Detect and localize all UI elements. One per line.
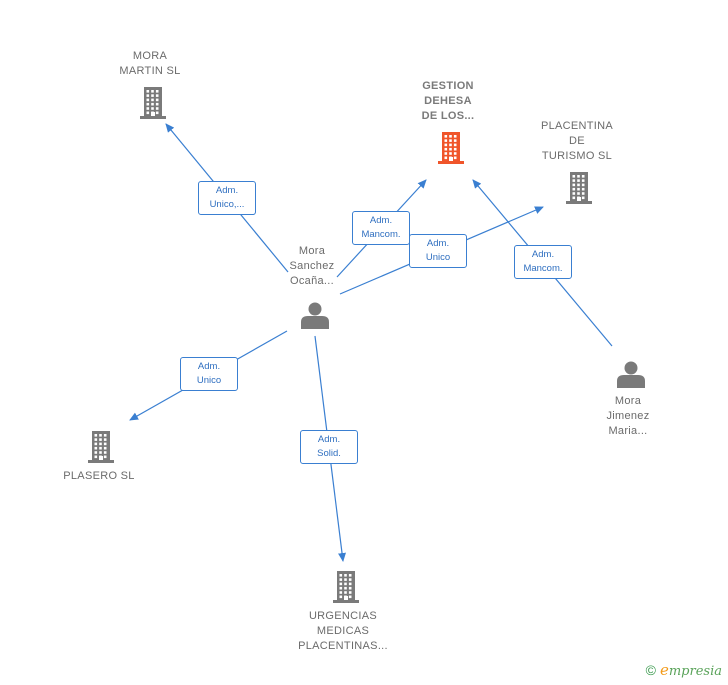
- urgencias-building-icon[interactable]: [333, 571, 359, 603]
- node-label-mora-martin[interactable]: MORA MARTIN SL: [119, 50, 181, 77]
- edge-label-mora-sanchez-to-mora-martin[interactable]: Adm. Unico,...: [198, 181, 256, 215]
- edge-label-mora-sanchez-to-plasero[interactable]: Adm. Unico: [180, 357, 238, 391]
- placentina-building-icon[interactable]: [566, 172, 592, 204]
- mora-sanchez-person-icon[interactable]: [301, 302, 329, 330]
- mora-martin-building-icon[interactable]: [140, 87, 166, 119]
- edge-label-mora-sanchez-to-gestion-dehesa[interactable]: Adm. Mancom.: [352, 211, 410, 245]
- footer-brand: ©empresia: [646, 661, 722, 679]
- edge-label-mora-sanchez-to-urgencias[interactable]: Adm. Solid.: [300, 430, 358, 464]
- brand-logo-text: mpresia: [668, 664, 722, 679]
- copyright-symbol: ©: [645, 662, 656, 678]
- gestion-dehesa-building-icon[interactable]: [438, 132, 464, 164]
- node-label-placentina[interactable]: PLACENTINA DE TURISMO SL: [540, 119, 614, 162]
- edge-label-mora-sanchez-to-placentina[interactable]: Adm. Unico: [409, 234, 467, 268]
- plasero-building-icon[interactable]: [88, 431, 114, 463]
- node-label-mora-sanchez[interactable]: Mora Sanchez Ocaña...: [289, 244, 335, 287]
- node-label-plasero[interactable]: PLASERO SL: [63, 469, 135, 482]
- brand-logo-e: e: [659, 661, 669, 679]
- node-label-mora-jimenez[interactable]: Mora Jimenez Maria...: [606, 394, 650, 437]
- edge-label-mora-jimenez-to-gestion-dehesa[interactable]: Adm. Mancom.: [514, 245, 572, 279]
- node-label-gestion-dehesa[interactable]: GESTION DEHESA DE LOS...: [421, 79, 475, 122]
- mora-jimenez-person-icon[interactable]: [617, 361, 645, 389]
- node-label-urgencias[interactable]: URGENCIAS MEDICAS PLACENTINAS...: [298, 609, 388, 652]
